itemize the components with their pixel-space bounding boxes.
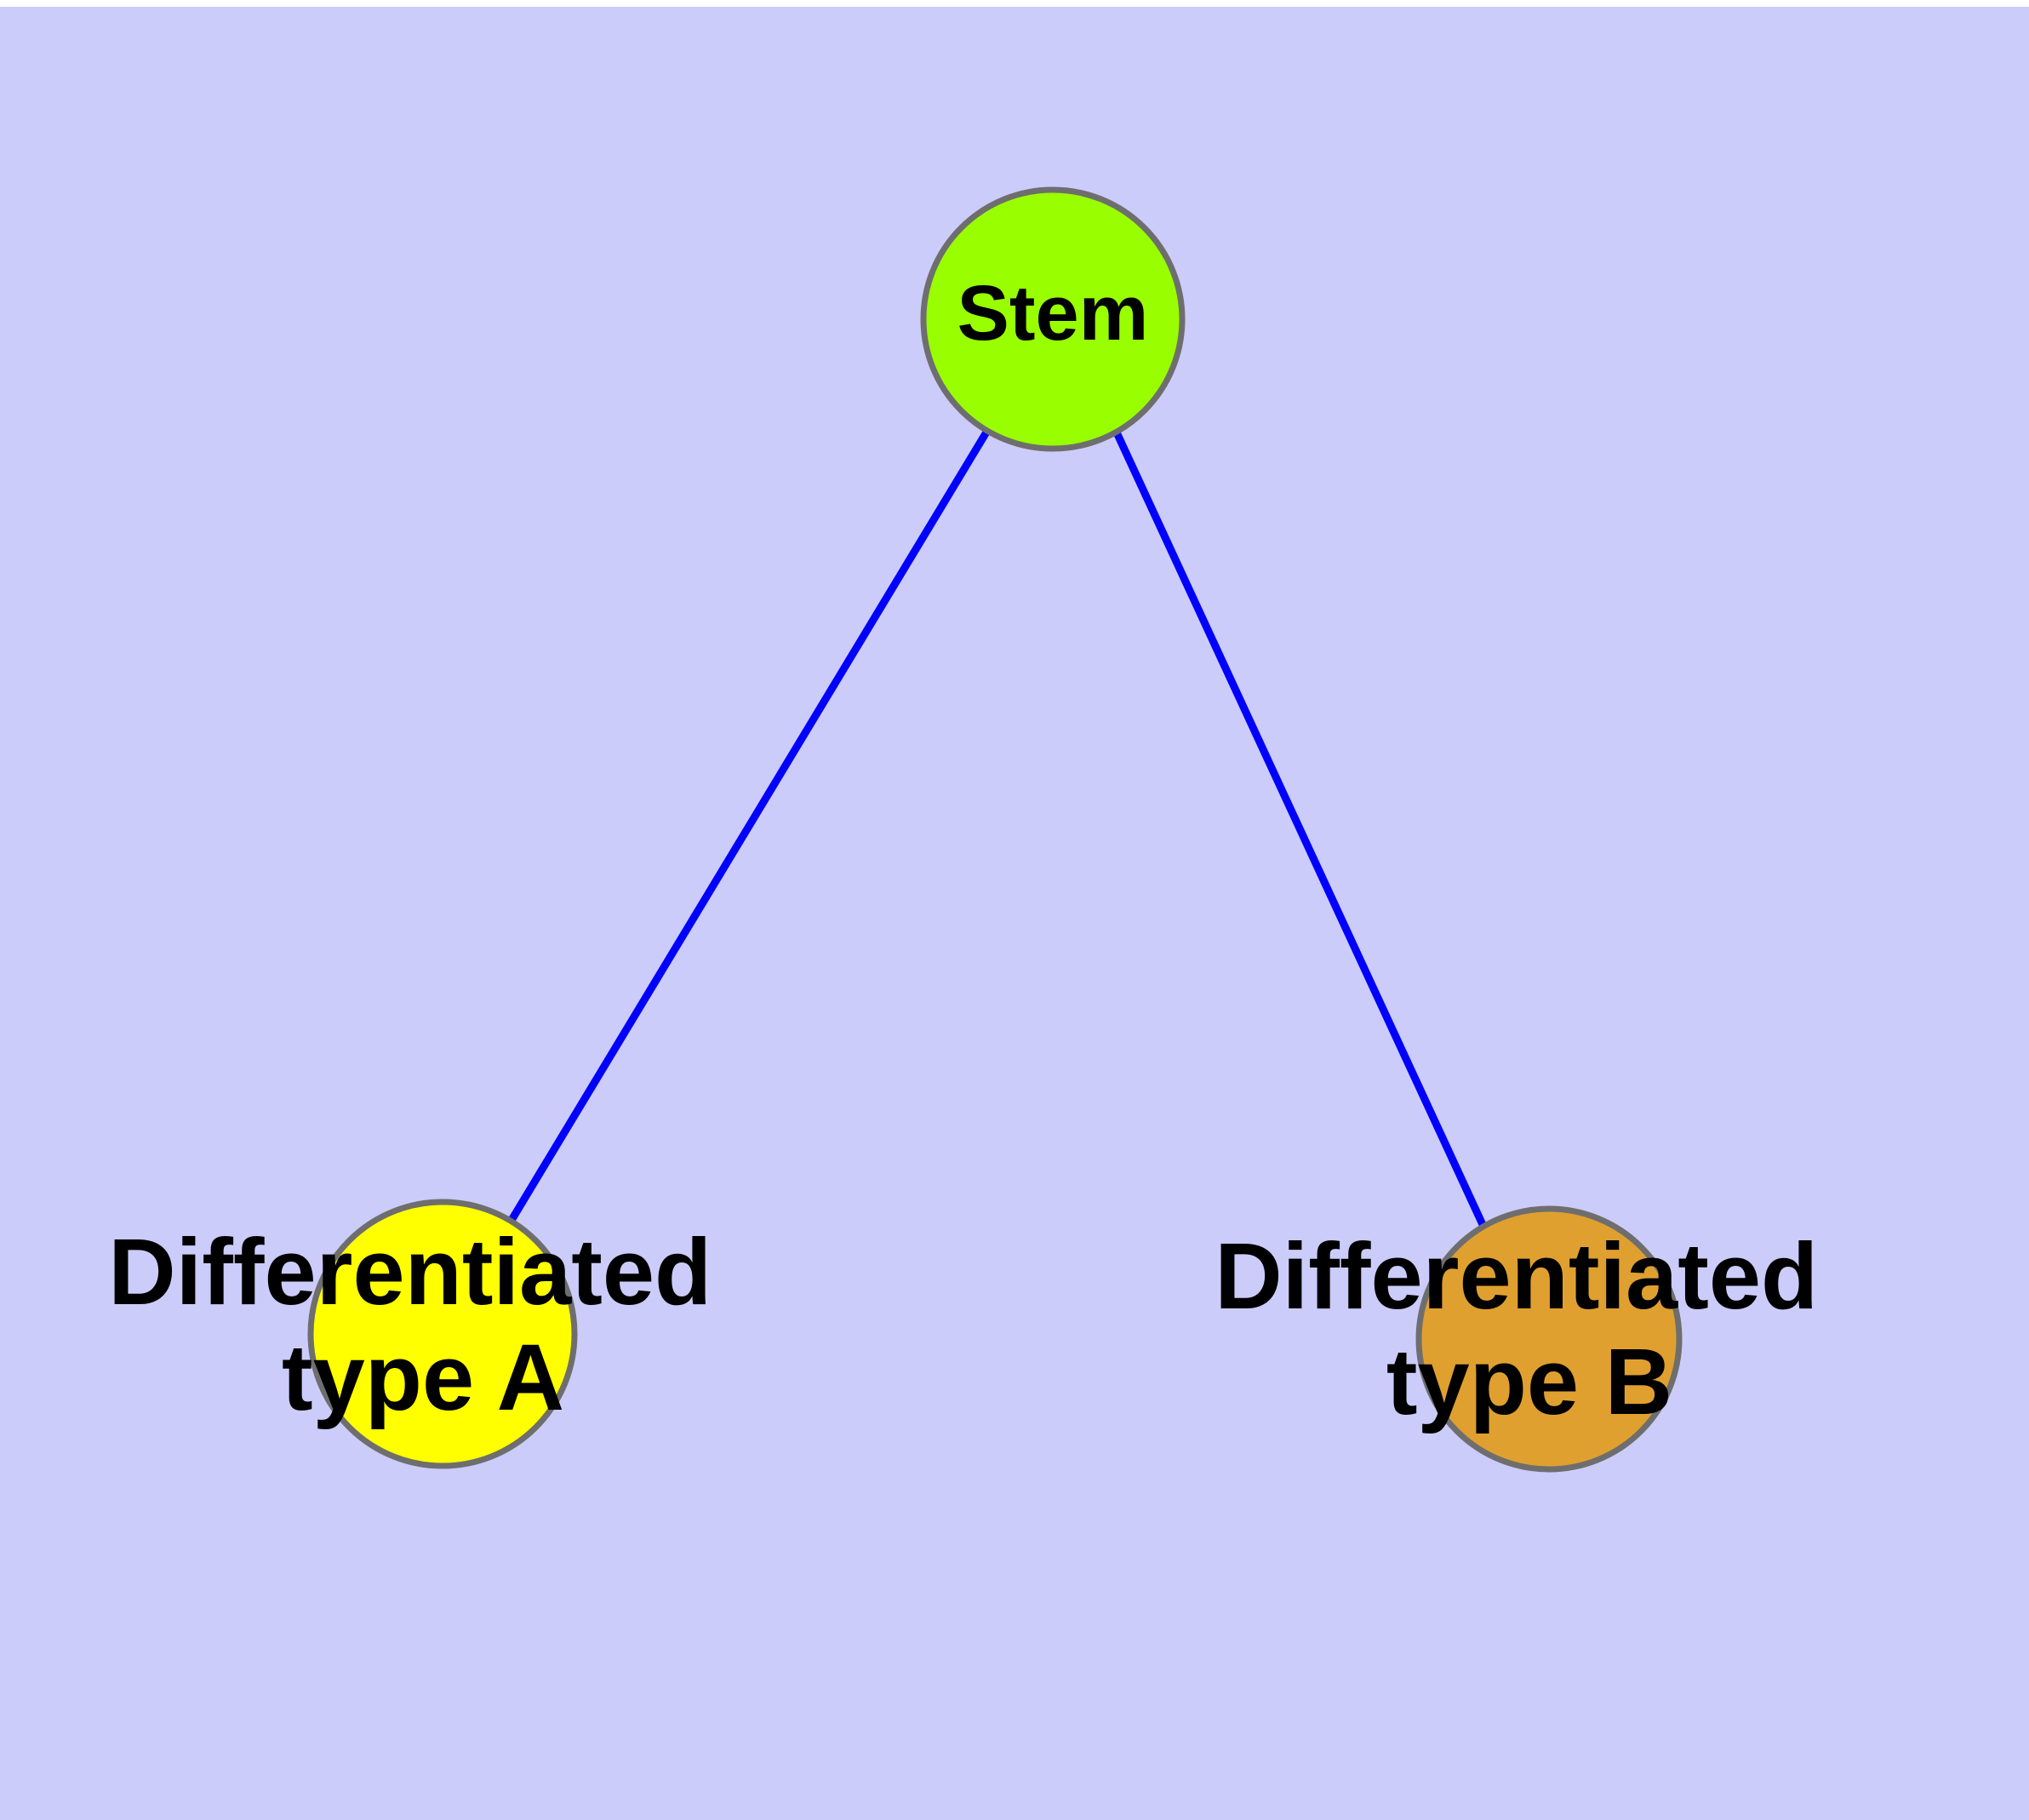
node-differentiated-type-b-label-line-1: Differentiated: [1215, 1224, 1818, 1329]
node-differentiated-type-a-label-line-2: type A: [282, 1325, 564, 1430]
node-stem-circle[interactable]: [920, 186, 1186, 452]
node-stem-label: Stem: [957, 270, 1149, 357]
edges-layer: [507, 428, 1489, 1232]
node-stem-label-line-1: Stem: [957, 270, 1149, 357]
edge-stem-to-differentiated-type-a: [507, 428, 991, 1224]
node-differentiated-type-b[interactable]: [1415, 1205, 1683, 1473]
node-differentiated-type-a-label: Differentiated type A: [108, 1220, 738, 1430]
nodes-layer: [307, 186, 1683, 1473]
node-differentiated-type-b-label-line-2: type B: [1386, 1330, 1672, 1434]
node-differentiated-type-b-label: Differentiated type B: [1215, 1224, 1844, 1434]
node-differentiated-type-b-circle[interactable]: [1415, 1205, 1683, 1473]
node-differentiated-type-a-label-line-1: Differentiated: [108, 1220, 712, 1325]
labels-layer: Stem Differentiated type A Differentiate…: [108, 270, 1844, 1434]
node-differentiated-type-a-circle[interactable]: [307, 1199, 578, 1469]
node-differentiated-type-a[interactable]: [307, 1199, 578, 1469]
edge-stem-to-differentiated-type-b: [1112, 431, 1489, 1232]
node-stem[interactable]: [920, 186, 1186, 452]
